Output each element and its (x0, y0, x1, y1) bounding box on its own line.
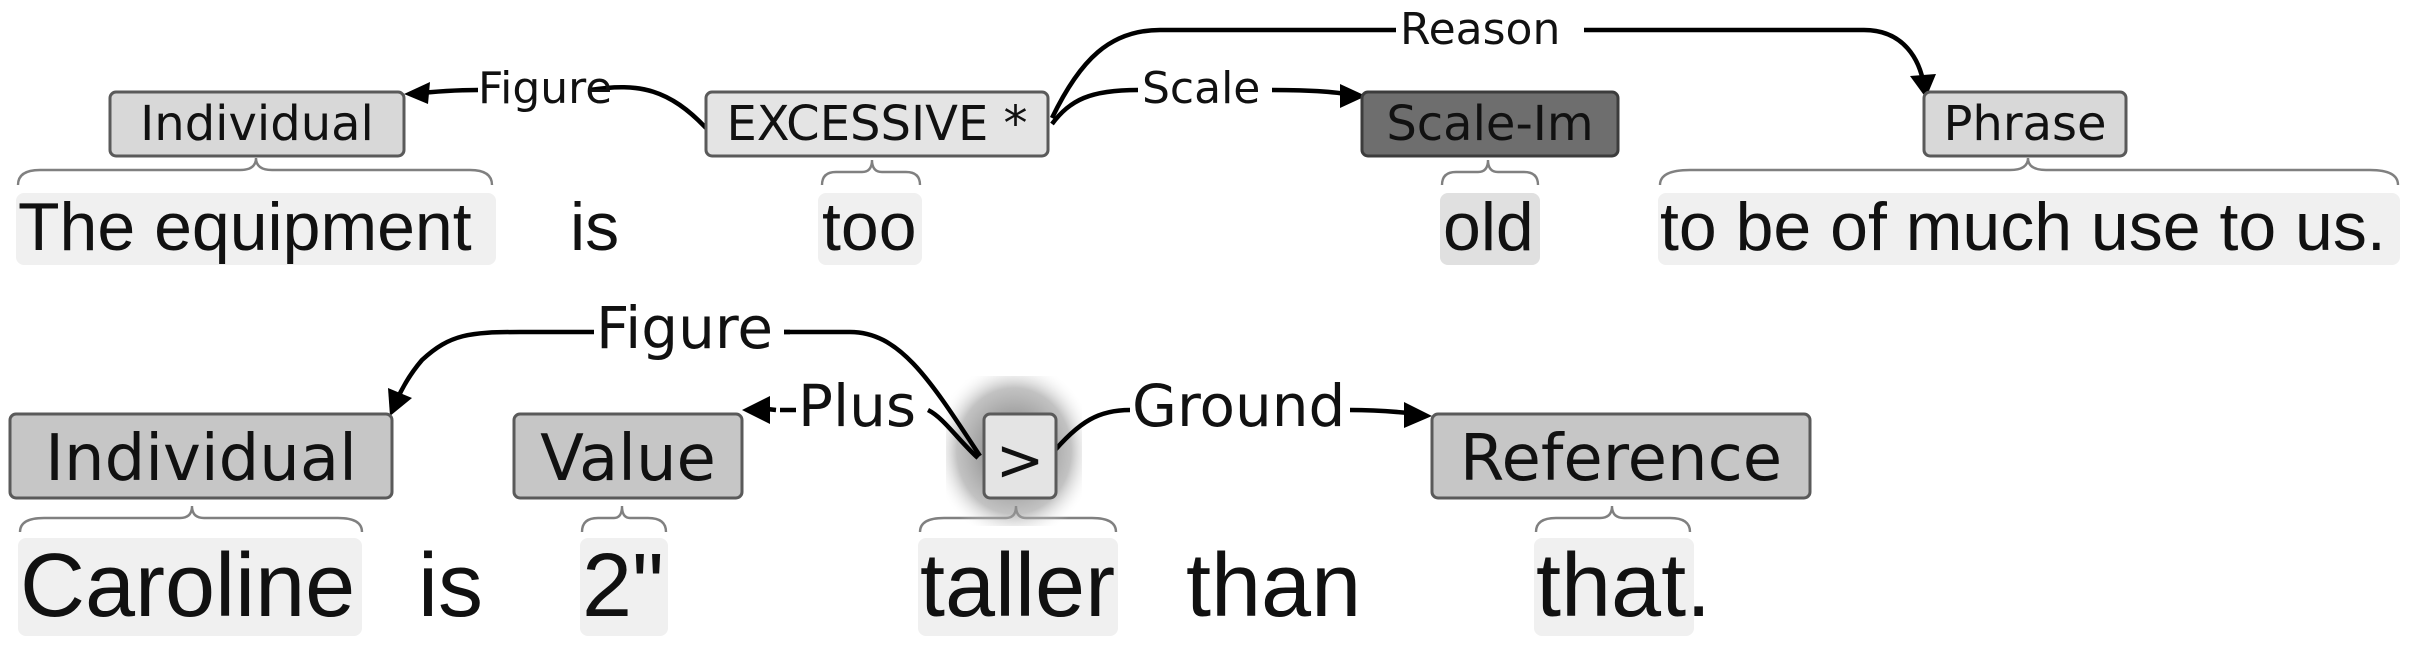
word-highlight (1534, 538, 1694, 636)
frame-label: EXCESSIVE * (726, 96, 1027, 152)
arrowhead (404, 82, 430, 104)
arrowhead (1910, 74, 1936, 98)
frame-label: > (996, 426, 1045, 494)
arc-scale (1050, 87, 1139, 126)
word-highlight (918, 538, 1118, 636)
frame-label: Scale-Im (1386, 96, 1593, 152)
arrowhead (742, 396, 770, 424)
word: Caroline (20, 536, 355, 636)
word-highlight (1440, 193, 1540, 265)
frame-label-box[interactable] (108, 90, 406, 158)
arc-label-bg (594, 308, 784, 360)
frame-label-box[interactable] (512, 412, 744, 500)
frame-label-box-highlighted[interactable] (1360, 90, 1620, 158)
word-highlight (580, 538, 668, 636)
span-brace (18, 505, 364, 533)
span-brace (1658, 157, 2400, 186)
word: old (1443, 189, 1534, 265)
frame-label: Value (540, 422, 716, 496)
word-highlight (818, 193, 922, 265)
word: than (1186, 536, 1361, 636)
arc-label: Figure (596, 294, 773, 362)
word: is (418, 536, 483, 636)
sentence-1: The equipment is too old to be of much u… (16, 4, 2400, 265)
frame-label: Individual (45, 422, 357, 496)
arc-label: Reason (1400, 4, 1560, 55)
arc-label-bg (796, 386, 926, 438)
span-brace (1534, 505, 1692, 533)
arc-label: Ground (1132, 372, 1345, 440)
word: 2" (582, 536, 664, 636)
arc-figure (589, 84, 708, 130)
span-brace (580, 505, 668, 533)
word: taller (920, 536, 1115, 636)
frame-label-box[interactable] (1922, 90, 2128, 158)
arrowhead (388, 388, 412, 416)
word: that. (1536, 536, 1711, 636)
word: The equipment (18, 189, 472, 265)
frame-label: Reference (1460, 422, 1782, 496)
arrowhead (1404, 402, 1432, 428)
frame-label: Phrase (1943, 96, 2106, 152)
arc-reason (1049, 27, 1396, 119)
arc-label: Figure (478, 63, 612, 114)
word: to be of much use to us. (1660, 189, 2386, 265)
arc-reason (1584, 27, 1927, 87)
span-brace (16, 157, 494, 186)
word-highlight (1658, 193, 2400, 265)
word: is (570, 189, 619, 265)
arc-label: Plus (798, 372, 916, 440)
frame-label: Individual (140, 96, 374, 152)
arc-plus (926, 407, 980, 460)
frame-label-box[interactable] (1430, 412, 1812, 500)
sentence-2: Caroline is 2" taller than that. Figure … (8, 294, 1812, 636)
span-brace (1440, 159, 1540, 186)
word: too (822, 189, 917, 265)
arc-figure (780, 329, 982, 458)
arc-label: Scale (1142, 63, 1260, 114)
word-highlight (16, 193, 496, 265)
arc-ground (1048, 407, 1131, 458)
frame-label-box[interactable] (704, 90, 1050, 158)
span-brace (820, 159, 922, 186)
word-highlight (18, 538, 362, 636)
frame-label-box[interactable] (8, 412, 394, 500)
frame-label-box-selected[interactable] (982, 412, 1058, 500)
arrowhead (1340, 84, 1366, 108)
